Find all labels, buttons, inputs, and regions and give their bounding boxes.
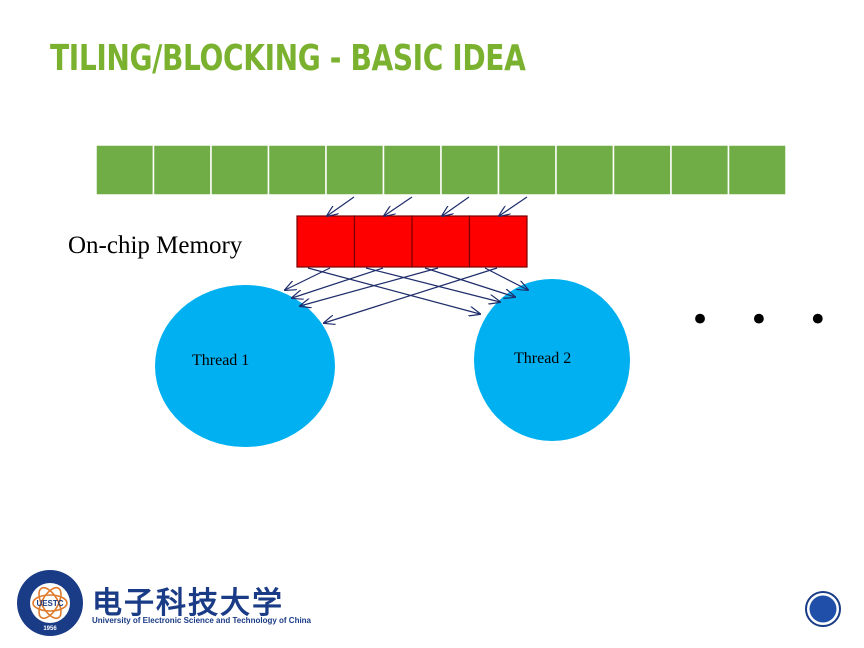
onchip-memory-cell-2 [353, 215, 413, 268]
load-arrow-1 [327, 196, 355, 216]
global-memory-cell-2 [152, 144, 212, 196]
global-memory-cell-12 [727, 144, 787, 196]
access-arrow-t2-a [307, 267, 480, 314]
onchip-memory-label: On-chip Memory [68, 232, 243, 259]
access-arrow-t1-a [285, 267, 331, 290]
global-memory-cell-5 [325, 144, 385, 196]
global-memory-cell-10 [612, 144, 672, 196]
onchip-memory-cell-1 [296, 215, 356, 268]
logo-year: 1956 [43, 626, 57, 632]
onchip-memory-array [296, 215, 528, 268]
global-memory-cell-6 [382, 144, 442, 196]
load-arrows [327, 196, 528, 216]
load-arrow-2 [384, 196, 413, 216]
circle-nav-icon[interactable] [804, 590, 842, 628]
onchip-memory-cell-3 [411, 215, 471, 268]
access-arrow-t2-d [484, 267, 528, 290]
university-seal-icon: UESTC 1956 [17, 570, 83, 636]
university-name-en: University of Electronic Science and Tec… [92, 616, 312, 625]
access-arrow-t2-b [365, 267, 500, 302]
access-arrow-t2-c [424, 267, 515, 297]
thread-1-label: Thread 1 [192, 352, 250, 369]
university-logo: UESTC 1956 [17, 570, 83, 636]
access-arrow-t1-c [300, 267, 439, 306]
university-name-cn: 电子科技大学 [92, 586, 284, 621]
global-memory-cell-4 [267, 144, 327, 196]
thread-access-arrows [285, 267, 528, 323]
slide-title: TILING/BLOCKING - BASIC IDEA [50, 38, 526, 79]
global-memory-cell-1 [95, 144, 155, 196]
global-memory-cell-7 [440, 144, 500, 196]
onchip-memory-cell-4 [468, 215, 528, 268]
load-arrow-4 [499, 196, 528, 216]
global-memory-array [95, 144, 787, 196]
global-memory-cell-9 [555, 144, 615, 196]
thread-2-label: Thread 2 [514, 350, 572, 367]
load-arrow-3 [442, 196, 470, 216]
access-arrow-t1-b [292, 267, 384, 298]
global-memory-cell-3 [210, 144, 270, 196]
thread-1-circle [155, 285, 335, 447]
ellipsis-more-threads: • • • [690, 300, 842, 340]
logo-abbrev: UESTC [36, 599, 63, 608]
global-memory-cell-11 [670, 144, 730, 196]
thread-2-circle [474, 279, 630, 441]
global-memory-cell-8 [497, 144, 557, 196]
